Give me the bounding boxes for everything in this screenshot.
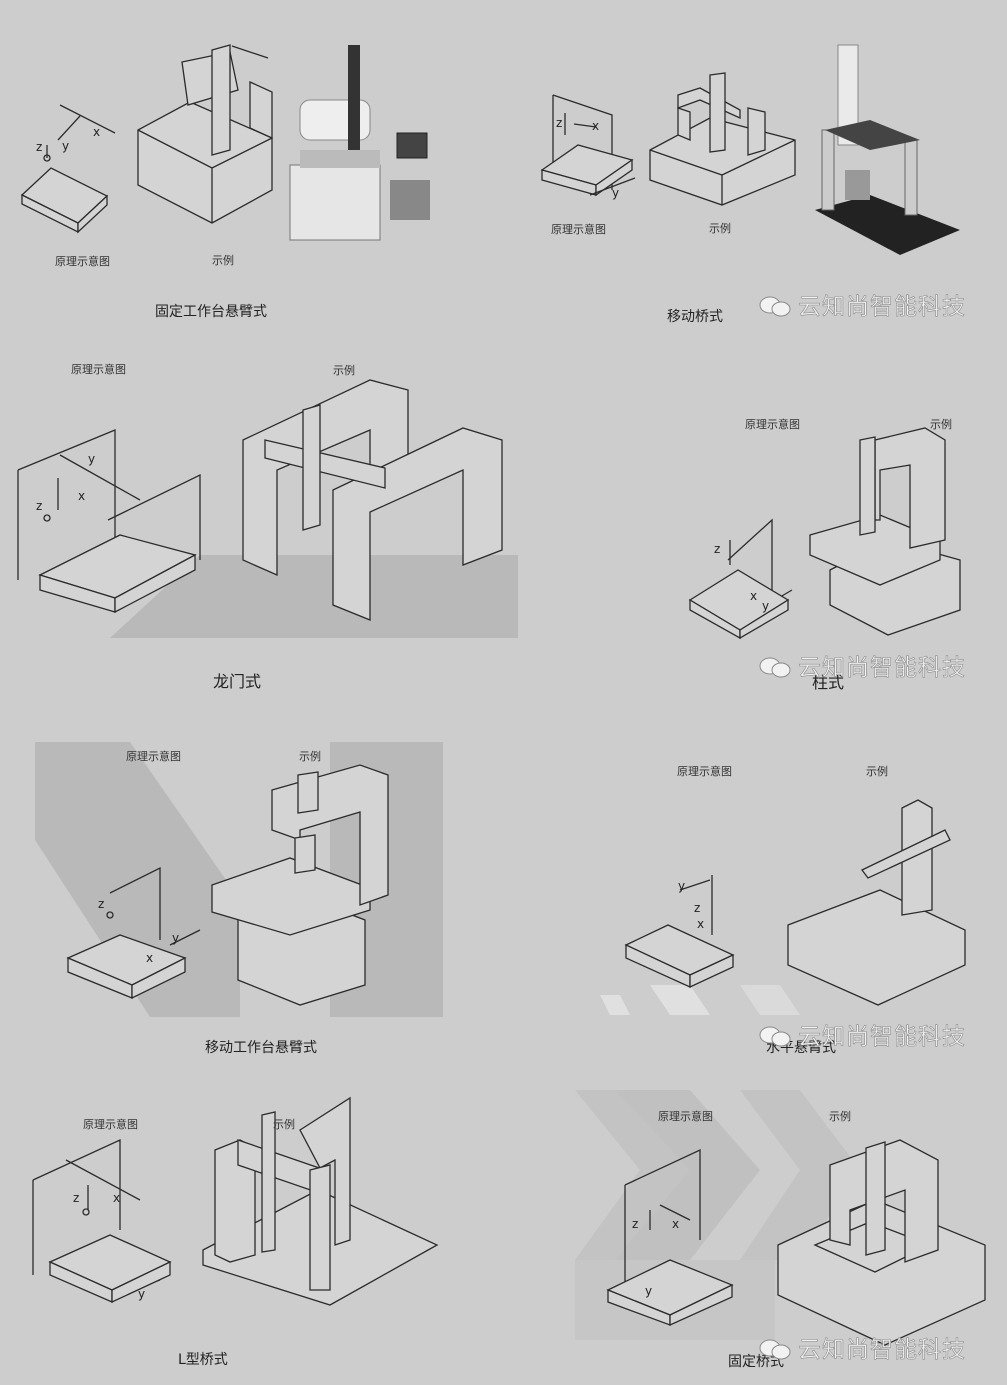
panel-title-gantry: 龙门式: [213, 672, 262, 691]
schematic-l-bridge: z x y: [32, 1138, 172, 1304]
schematic-fixed-table-cantilever: z x y: [20, 104, 116, 234]
background-shading: [35, 555, 860, 1340]
schematic-label: 原理示意图: [677, 765, 732, 778]
schematic-label: 原理示意图: [745, 418, 800, 431]
example-label: 示例: [709, 222, 731, 235]
example-label: 示例: [866, 765, 888, 778]
schematic-label: 原理示意图: [658, 1110, 713, 1123]
example-gantry: [242, 379, 503, 621]
panel-title-fixed-table-cantilever: 固定工作台悬臂式: [155, 304, 267, 320]
example-label: 示例: [273, 1118, 295, 1131]
example-label: 示例: [930, 418, 952, 431]
schematic-label: 原理示意图: [55, 255, 110, 268]
svg-text:x: x: [592, 119, 599, 133]
svg-text:y: y: [172, 931, 179, 945]
svg-text:z: z: [73, 1191, 79, 1205]
example-label: 示例: [299, 750, 321, 763]
svg-text:z: z: [98, 897, 104, 911]
svg-text:y: y: [678, 879, 685, 893]
watermark: 云知尚智能科技: [758, 1330, 966, 1364]
example-column: [809, 427, 961, 636]
wechat-icon: [759, 296, 791, 317]
panel-title-moving-table-cantilever: 移动工作台悬臂式: [205, 1040, 317, 1056]
svg-text:x: x: [78, 489, 85, 503]
svg-text:x: x: [146, 951, 153, 965]
svg-text:y: y: [612, 186, 619, 200]
example-moving-bridge: [649, 72, 796, 206]
svg-text:y: y: [762, 599, 769, 613]
schematic-label: 原理示意图: [71, 363, 126, 376]
wechat-icon: [759, 657, 791, 678]
schematic-moving-bridge: z x y: [540, 94, 636, 200]
example-l-bridge: [202, 1096, 439, 1306]
watermark-text: 云知尚智能科技: [798, 655, 966, 682]
svg-text:x: x: [672, 1217, 679, 1231]
watermark-text: 云知尚智能科技: [798, 1024, 966, 1051]
panel-title-moving-bridge: 移动桥式: [667, 309, 723, 325]
example-label: 示例: [829, 1110, 851, 1123]
panel-title-column: 柱式: [812, 673, 845, 692]
svg-text:y: y: [62, 139, 69, 153]
svg-text:x: x: [697, 917, 704, 931]
example-horizontal-arm: [787, 799, 966, 1006]
panel-title-l-bridge: L型桥式: [178, 1352, 228, 1368]
schematic-gantry: y z x: [17, 429, 201, 614]
svg-text:z: z: [556, 116, 562, 130]
schematic-label: 原理示意图: [83, 1118, 138, 1131]
svg-text:z: z: [694, 901, 700, 915]
example-fixed-table-cantilever: [137, 44, 273, 224]
schematic-label: 原理示意图: [551, 223, 606, 236]
svg-text:z: z: [714, 542, 720, 556]
example-fixed-bridge: [777, 1139, 986, 1346]
wechat-icon: [759, 1339, 791, 1360]
schematic-column: z xy: [688, 518, 793, 640]
schematic-fixed-bridge: z x y: [606, 1148, 734, 1327]
watermark-text: 云知尚智能科技: [798, 1337, 966, 1364]
svg-text:x: x: [93, 125, 100, 139]
photo-cmm-machine-1: [289, 45, 430, 241]
photo-cmm-machine-2: [815, 44, 960, 255]
svg-text:z: z: [632, 1217, 638, 1231]
svg-text:y: y: [88, 452, 95, 466]
watermark: 云知尚智能科技: [758, 648, 966, 682]
panel-title-fixed-bridge: 固定桥式: [728, 1354, 784, 1370]
schematic-moving-table-cantilever: z x y: [66, 866, 201, 1000]
watermark: 云知尚智能科技: [758, 1017, 966, 1051]
svg-text:z: z: [36, 140, 42, 154]
svg-text:y: y: [645, 1284, 652, 1298]
example-moving-table-cantilever: [211, 764, 389, 1006]
example-label: 示例: [212, 254, 234, 267]
svg-text:x: x: [750, 589, 757, 603]
schematic-label: 原理示意图: [126, 750, 181, 763]
example-label: 示例: [333, 364, 355, 377]
wechat-icon: [759, 1026, 791, 1047]
watermark-text: 云知尚智能科技: [798, 294, 966, 321]
svg-text:x: x: [113, 1191, 120, 1205]
schematic-horizontal-arm: yzx: [624, 875, 735, 989]
watermark: 云知尚智能科技: [758, 287, 966, 321]
svg-text:z: z: [36, 499, 42, 513]
svg-text:y: y: [138, 1287, 145, 1301]
